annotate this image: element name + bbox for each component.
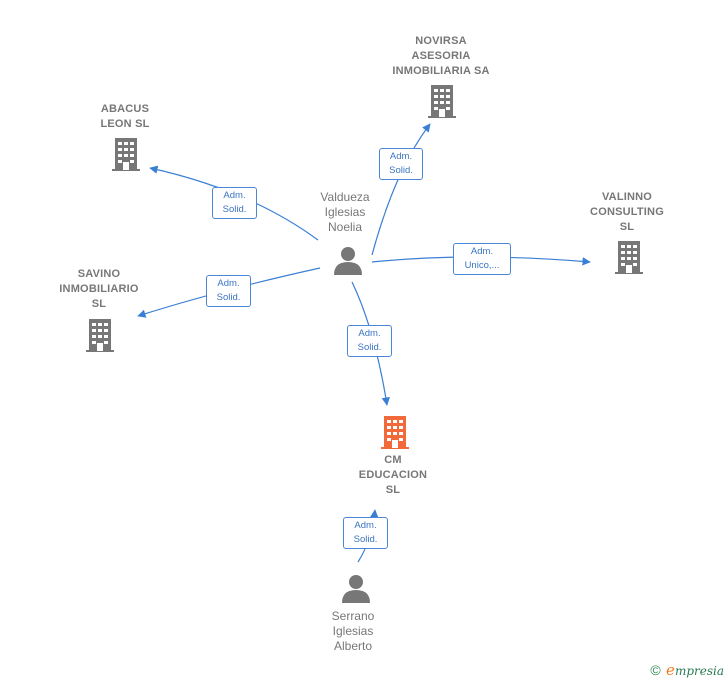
company-label-valinno[interactable]: VALINNO CONSULTING SL [590,191,664,233]
edge-label-to-valinno: Adm. Unico,... [453,243,511,275]
building-icon[interactable] [112,138,140,171]
copyright-symbol: © [650,662,661,678]
brand-logo-initial: e [666,661,675,679]
edge-label-to-cm: Adm. Solid. [347,325,392,357]
edge-label-to-novirsa: Adm. Solid. [379,148,423,180]
company-label-novirsa[interactable]: NOVIRSA ASESORIA INMOBILIARIA SA [392,35,490,77]
person-label-valdueza[interactable]: Valdueza Iglesias Noelia [320,190,370,234]
brand-logo-text: mpresia [674,664,724,678]
building-icon[interactable] [381,416,409,449]
person-icon[interactable] [342,575,370,603]
company-label-abacus[interactable]: ABACUS LEON SL [100,103,150,130]
building-icon[interactable] [86,319,114,352]
building-icon[interactable] [428,85,456,118]
edge-label-to-abacus: Adm. Solid. [212,187,257,219]
person-label-serrano[interactable]: Serrano Iglesias Alberto [331,609,375,653]
company-label-cm[interactable]: CM EDUCACION SL [358,454,428,496]
edge-label-to-savino: Adm. Solid. [206,275,251,307]
edge-label-serrano-to-cm: Adm. Solid. [343,517,388,549]
person-icon[interactable] [334,247,362,275]
company-label-savino[interactable]: SAVINO INMOBILIARIO SL [59,268,139,310]
brand-footer: © empresia [650,661,724,679]
building-icon[interactable] [615,241,643,274]
